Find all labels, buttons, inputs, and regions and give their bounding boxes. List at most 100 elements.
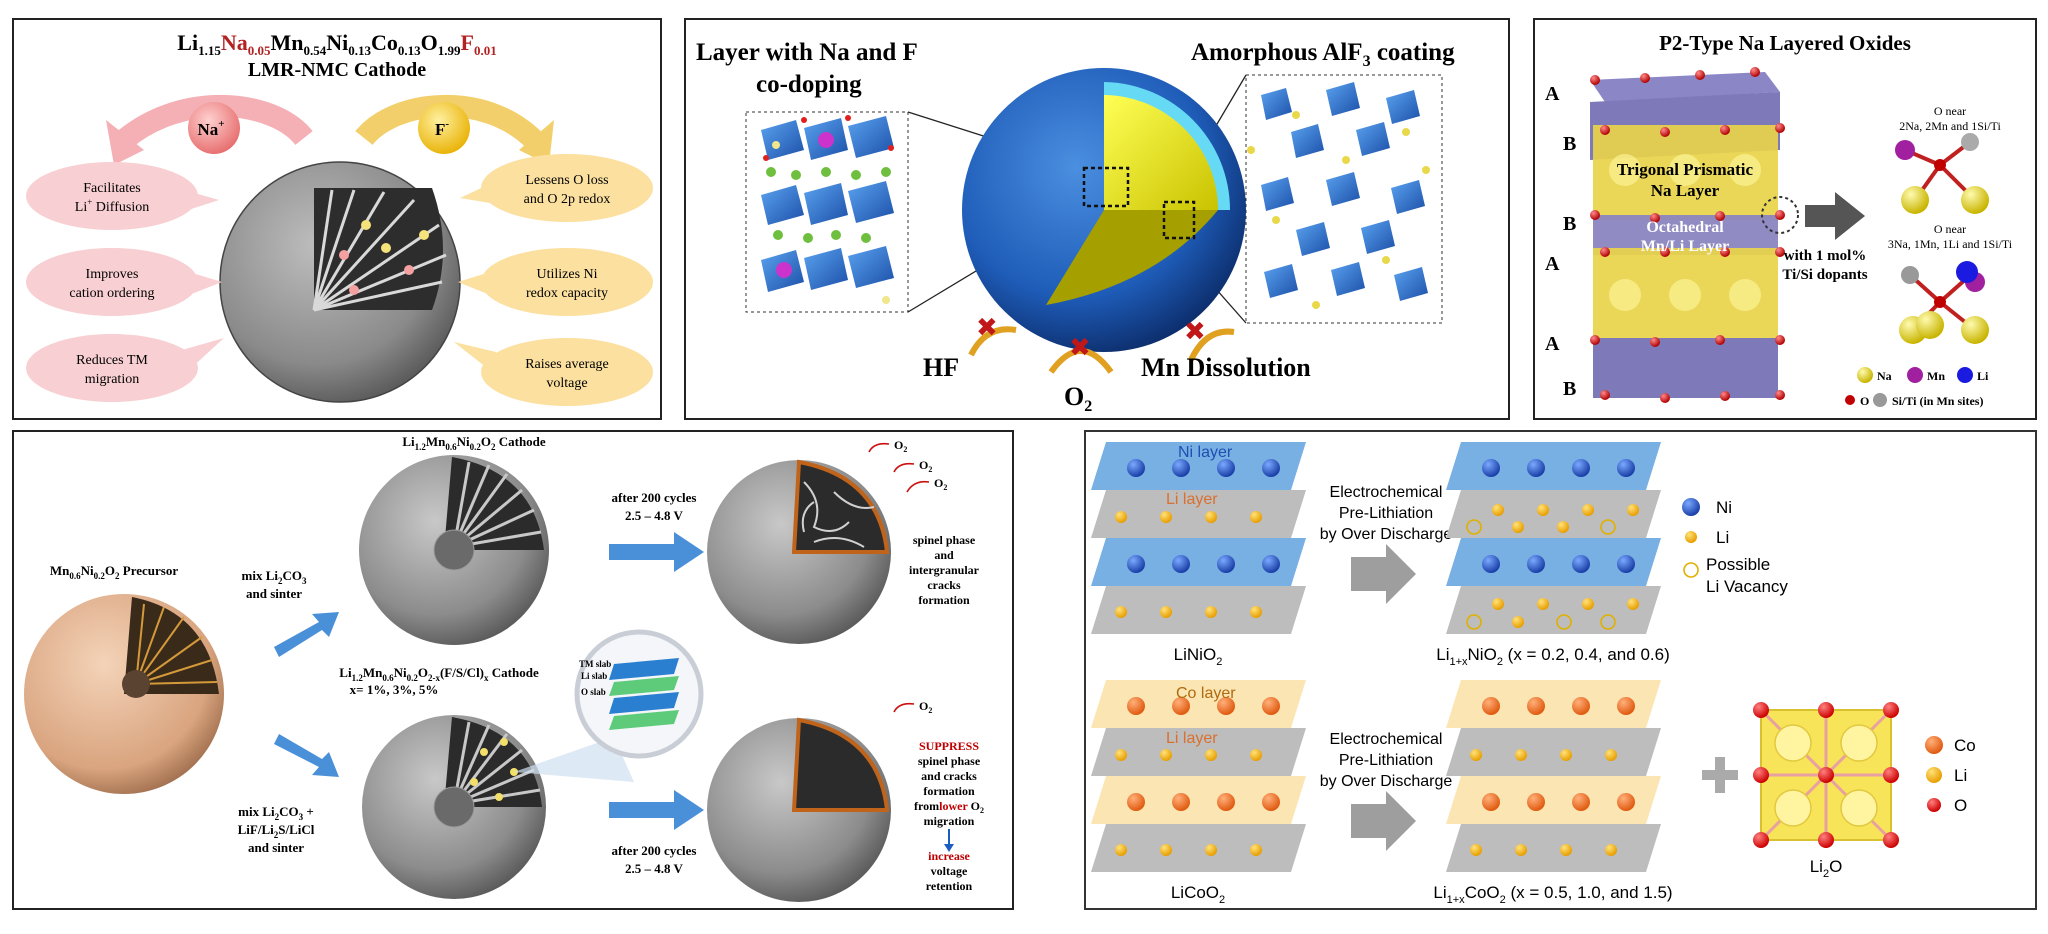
licoo2-lithiated-label: Li1+xCoO2 (x = 0.5, 1.0, and 1.5) <box>1433 883 1672 906</box>
top-cathode-label: Li1.2Mn0.6Ni0.2O2 Cathode <box>402 434 546 452</box>
svg-text:O: O <box>1860 394 1869 408</box>
svg-text:and cracks: and cracks <box>921 769 977 783</box>
precursor-label: Mn0.6Ni0.2O2 Precursor <box>50 563 178 581</box>
hf-label: HF <box>923 353 959 382</box>
svg-text:Li Vacancy: Li Vacancy <box>1706 577 1788 596</box>
spinel-text: spinel phase and intergranular cracks fo… <box>909 533 980 607</box>
svg-text:B: B <box>1563 213 1576 235</box>
svg-text:Li+ Diffusion: Li+ Diffusion <box>75 197 149 215</box>
oct-label-1: Octahedral <box>1646 219 1724 236</box>
arrow-right-icon <box>609 532 704 572</box>
svg-text:Na: Na <box>1877 369 1892 383</box>
dopant-label-1: with 1 mol% <box>1784 248 1867 264</box>
echem2-line1: Electrochemical <box>1330 731 1443 748</box>
atom-legend: Na Mn Li O Si/Ti (in Mn sites) <box>1845 367 1989 408</box>
arrow-down-icon <box>274 734 339 777</box>
linio2-label: LiNiO2 <box>1174 645 1223 668</box>
zoom-arrow-icon <box>1805 192 1865 240</box>
cycles1-line1: after 200 cycles <box>612 490 697 505</box>
right-bubble-3: Raises average voltage <box>454 338 653 406</box>
plus-icon <box>1715 757 1725 793</box>
title-formula: Li1.15Na0.05Mn0.54Ni0.13Co0.13O1.99F0.01 <box>177 30 496 58</box>
right-bubble-1: Lessens O loss and O 2p redox <box>460 154 653 222</box>
o-near-2a: O near <box>1934 222 1966 236</box>
svg-text:Possible: Possible <box>1706 555 1770 574</box>
block-x-icon: ✖ <box>1069 332 1091 362</box>
o2-label: O2 <box>919 458 932 474</box>
svg-text:formation: formation <box>923 784 975 798</box>
block-x-icon: ✖ <box>976 312 998 342</box>
li-slab-label: Li slab <box>581 671 607 681</box>
cycles1-line2: 2.5 – 4.8 V <box>625 508 684 523</box>
svg-text:Utilizes Ni: Utilizes Ni <box>536 267 597 282</box>
svg-text:B: B <box>1563 133 1576 155</box>
svg-text:migration: migration <box>85 372 139 387</box>
o-near-1a: O near <box>1934 104 1966 118</box>
cycles2-line1: after 200 cycles <box>612 843 697 858</box>
trig-label-2: Na Layer <box>1651 181 1720 200</box>
svg-text:Si/Ti (in Mn sites): Si/Ti (in Mn sites) <box>1892 394 1983 408</box>
o2-label: O2 <box>1064 382 1092 415</box>
echem1-line2: Pre-Lithiation <box>1339 505 1433 522</box>
doped-x-values: x= 1%, 3%, 5% <box>350 682 439 697</box>
svg-text:Li: Li <box>1716 528 1729 547</box>
co-layer-label: Co layer <box>1176 685 1236 702</box>
left-bubble-1: Facilitates Li+ Diffusion <box>26 162 219 230</box>
svg-text:cracks: cracks <box>927 578 961 592</box>
mix2-line3: and sinter <box>248 840 304 855</box>
mix2-line1: mix Li2CO3 + <box>238 804 314 822</box>
svg-text:B: B <box>1563 378 1576 400</box>
svg-text:Li: Li <box>1977 369 1989 383</box>
octahedral-layer-bottom <box>1593 338 1778 398</box>
panel-p2-oxides: P2-Type Na Layered Oxides A B B A A B Tr… <box>1533 18 2037 420</box>
li-layer-label: Li layer <box>1166 491 1218 508</box>
svg-text:spinel phase: spinel phase <box>913 533 976 547</box>
p3-title: P2-Type Na Layered Oxides <box>1659 31 1911 55</box>
echem2-line2: Pre-Lithiation <box>1339 752 1433 769</box>
svg-text:Reduces TM: Reduces TM <box>76 353 148 368</box>
svg-text:Improves: Improves <box>86 267 139 282</box>
o2-release-arrow <box>894 704 914 712</box>
svg-text:formation: formation <box>918 593 970 607</box>
svg-text:and O 2p redox: and O 2p redox <box>524 192 611 207</box>
tm-slab-label: TM slab <box>579 659 611 669</box>
right-label: Amorphous AlF3 coating <box>1191 39 1455 70</box>
panel-coated-particle: Layer with Na and F co-doping Amorphous … <box>684 18 1510 420</box>
mix1-line1: mix Li2CO3 <box>242 568 307 586</box>
left-label-line2: co-doping <box>756 71 862 98</box>
stacking-letters: A B B A A B <box>1545 83 1576 400</box>
svg-text:SUPPRESS: SUPPRESS <box>919 739 979 753</box>
svg-text:A: A <box>1545 83 1560 105</box>
local-env-1 <box>1895 133 1989 214</box>
svg-text:Ni: Ni <box>1716 498 1732 517</box>
arrow-right-icon <box>1351 791 1416 851</box>
echem2-line3: by Over Discharge <box>1320 773 1453 790</box>
svg-text:intergranular: intergranular <box>909 563 980 577</box>
o-near-1b: 2Na, 2Mn and 1Si/Ti <box>1899 119 2001 133</box>
svg-text:O: O <box>1954 796 1967 815</box>
cycled-doped-cutaway <box>794 720 887 810</box>
mn-label: Mn Dissolution <box>1141 353 1311 382</box>
o2-label: O2 <box>894 438 907 454</box>
svg-text:voltage: voltage <box>546 376 587 391</box>
left-bubble-2: Improves cation ordering <box>26 248 222 316</box>
panel-prelithiation: Ni layer Li layer LiNiO2 Electrochemical… <box>1084 430 2037 910</box>
o2-label: O2 <box>934 476 947 492</box>
top-cathode-core <box>434 530 474 570</box>
licoo2-label: LiCoO2 <box>1171 883 1225 906</box>
mix2-line2: LiF/Li2S/LiCl <box>238 822 315 840</box>
svg-text:Lessens O loss: Lessens O loss <box>525 173 608 188</box>
svg-text:spinel phase: spinel phase <box>918 754 981 768</box>
subtitle: LMR-NMC Cathode <box>248 59 426 81</box>
doped-cathode-label: Li1.2Mn0.6Ni0.2O2-x(F/S/Cl)x Cathode <box>339 665 539 683</box>
suppress-text: SUPPRESS spinel phase and cracks formati… <box>914 739 984 893</box>
svg-text:Raises average: Raises average <box>525 357 609 372</box>
svg-text:Li: Li <box>1954 766 1967 785</box>
svg-text:migration: migration <box>924 814 975 828</box>
arrow-right-icon <box>609 790 704 830</box>
dopant-label-2: Ti/Si dopants <box>1782 267 1867 283</box>
linio2-lithiated-label: Li1+xNiO2 (x = 0.2, 0.4, and 0.6) <box>1436 645 1669 668</box>
echem1-line3: by Over Discharge <box>1320 526 1453 543</box>
precursor-core <box>122 670 150 698</box>
local-env-2 <box>1899 261 1989 344</box>
